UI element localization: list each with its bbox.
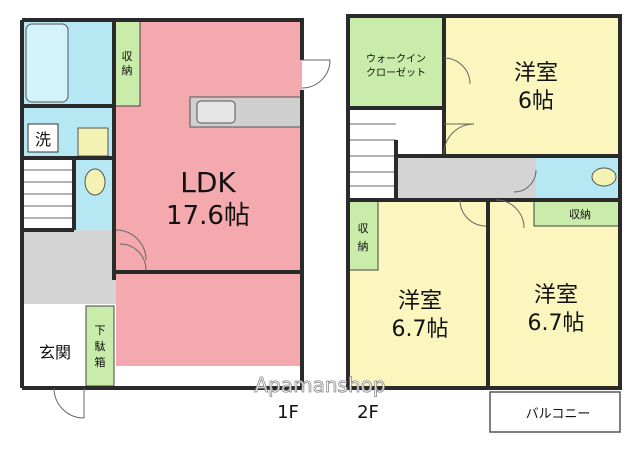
storage-1f-label-1: 収 [122,50,133,63]
dining-strip [116,366,302,388]
room-right [490,200,620,388]
floor-2f-label: 2F [357,402,379,423]
toilet [84,168,106,196]
walk-in-closet-label-1: ウォークイン [366,53,426,65]
entrance-area [22,306,84,386]
stairs-2f [348,110,396,200]
room-left-size: 6.7帖 [392,317,449,342]
storage-1f [113,19,141,107]
storage-2f-left-label-1: 収 [358,222,369,235]
ldk-size: 17.6帖 [166,201,250,231]
hall-1f [22,230,116,304]
storage-2f-right-label: 収納 [569,208,591,221]
balcony [489,391,621,433]
washbasin [77,127,109,157]
room-top [444,16,620,156]
shoe-box-label-1: 下 [95,324,106,337]
doors-1f [53,59,331,419]
stair-lines-1f [22,169,74,219]
entrance-label: 玄関 [39,343,71,362]
washroom-label: 洗 [35,130,51,149]
ldk-area [116,20,302,388]
doors-2f [443,57,537,229]
walk-in-closet [347,15,445,109]
toilet-2f-bowl [591,167,617,187]
shoe-box-label-2: 駄 [95,339,106,353]
shoe-box [85,305,115,387]
walk-in-closet-label-2: クローゼット [366,67,426,79]
room-left-label: 洋室 [398,289,442,314]
room-top-size: 6帖 [518,89,554,114]
kitchen-sink [196,100,236,124]
floor-1f-label: 1F [277,402,299,423]
watermark: Apamanshop [254,373,385,397]
walls-1f [20,18,304,390]
floor-1f: 収 納 洗 LDK 17.6帖 玄関 下 駄 箱 1F [20,18,331,423]
hall-2f [396,156,536,198]
storage-2f-left-label-2: 納 [358,240,369,253]
room-right-size: 6.7帖 [528,311,585,336]
balcony-label: バルコニー [526,407,591,422]
room-right-label: 洋室 [534,283,578,308]
walls-2f [346,14,622,390]
washroom-box [27,123,59,153]
storage-2f-right [533,199,621,227]
storage-2f-left [347,199,379,271]
ldk-label: LDK [180,166,236,199]
bathtub [25,23,69,103]
room-top-label: 洋室 [514,61,558,86]
floor-2f: ウォークイン クローゼット 洋室 6帖 収 納 収納 洋室 6.7帖 洋室 6.… [346,14,622,433]
storage-1f-label-2: 納 [122,64,133,77]
stair-lines-2f [348,123,396,187]
shoe-box-label-3: 箱 [95,355,106,369]
